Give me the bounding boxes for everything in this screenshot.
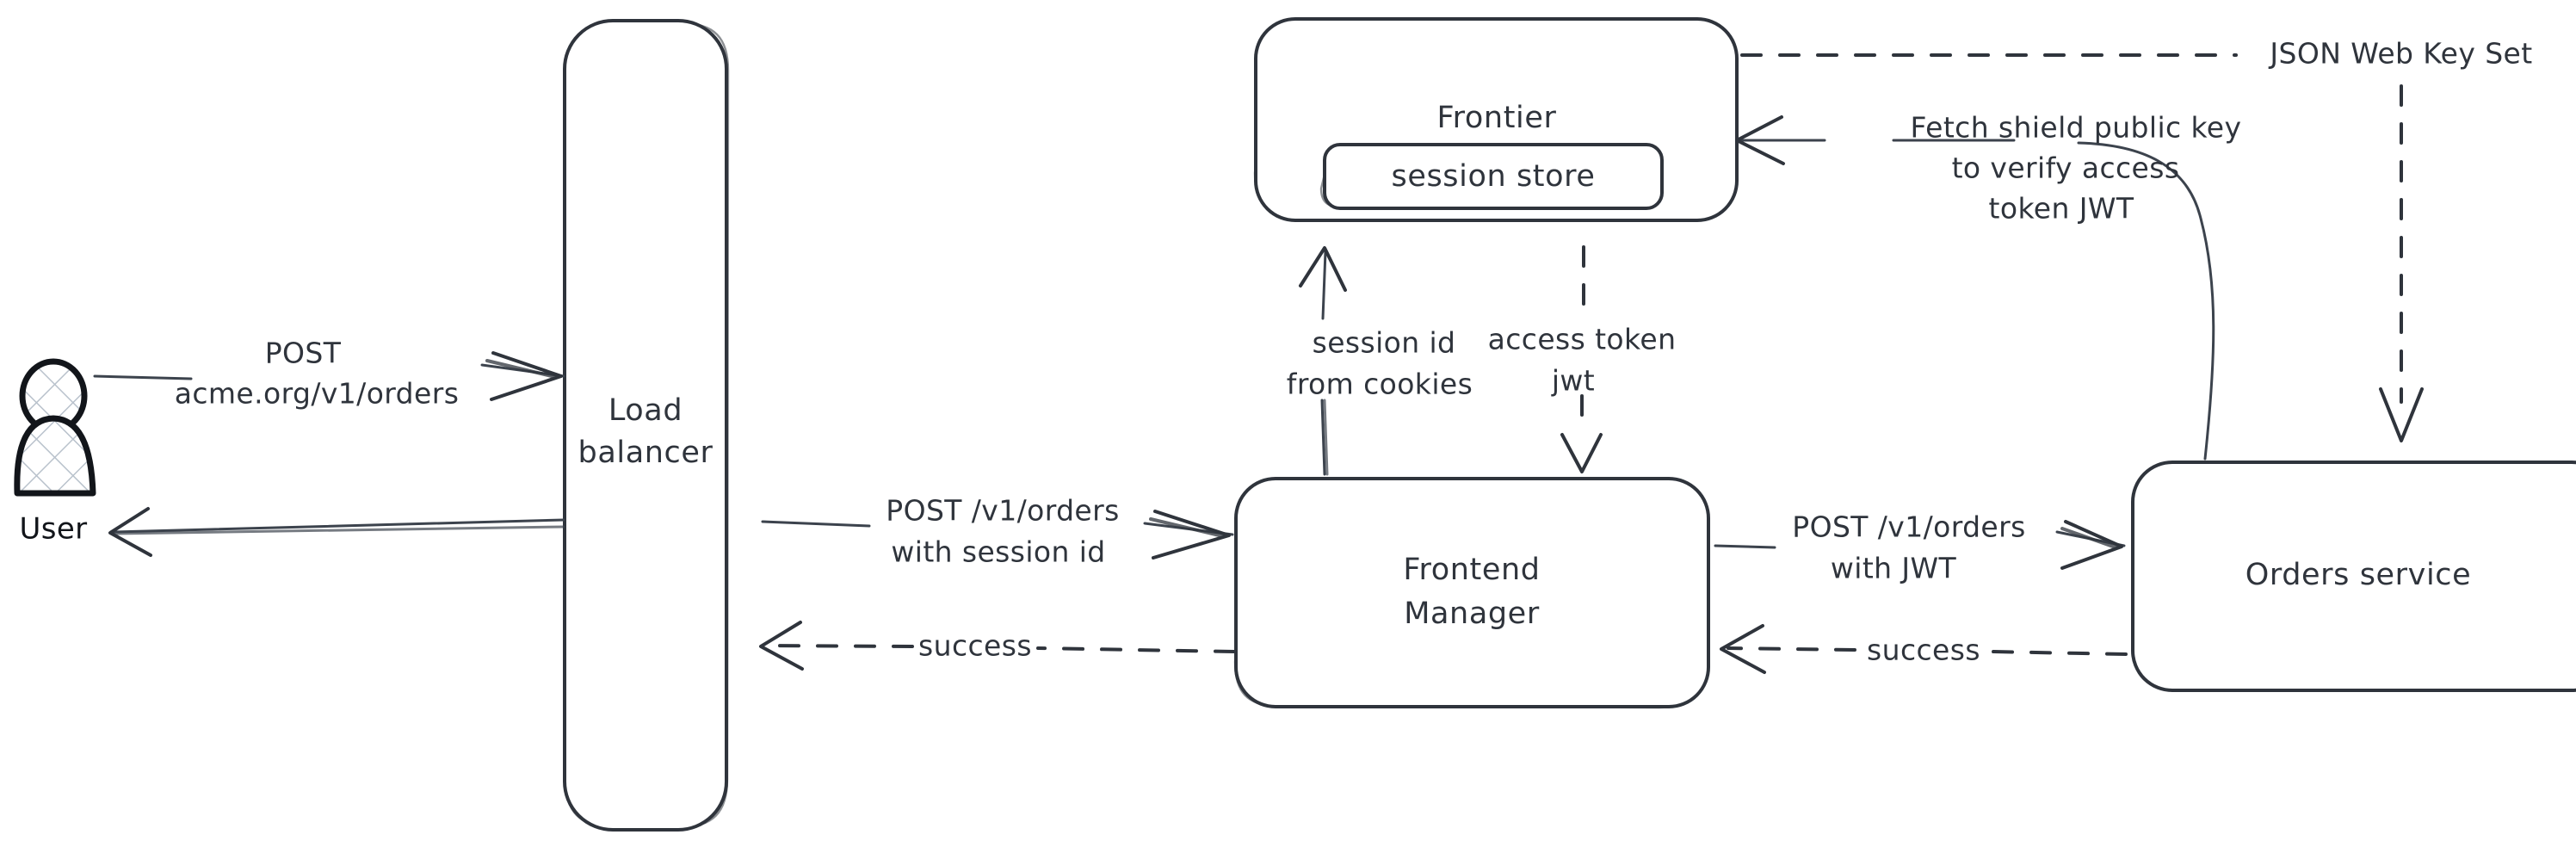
edge-frontier-to-fm-label-line2: jwt xyxy=(1551,364,1595,398)
edge-orders-to-frontier-label-line3: token JWT xyxy=(1989,192,2134,226)
edge-frontend-manager-to-frontier: session id from cookies xyxy=(1287,246,1473,476)
node-frontier-label: Frontier xyxy=(1437,101,1557,135)
edge-fm-to-frontier-label-line1: session id xyxy=(1313,326,1456,360)
node-user-label: User xyxy=(19,512,87,547)
edge-lb-to-fm-label-line2: with session id xyxy=(891,535,1105,569)
edge-orders-to-fm-success-label: success xyxy=(1867,634,1980,667)
node-frontend-manager-label-line1: Frontend xyxy=(1403,553,1540,587)
node-user[interactable]: User xyxy=(14,358,96,547)
node-load-balancer-label-line1: Load xyxy=(608,393,683,428)
edge-user-to-lb-label-line2: acme.org/v1/orders xyxy=(175,377,460,411)
edge-frontend-manager-to-orders-service: POST /v1/orders with JWT xyxy=(1714,510,2126,585)
node-session-store[interactable]: session store xyxy=(1319,143,1664,210)
node-session-store-label: session store xyxy=(1391,159,1595,194)
node-frontier[interactable]: Frontier session store xyxy=(1253,17,1739,222)
edge-user-to-lb-label-line1: POST xyxy=(265,337,342,370)
node-frontend-manager-label-line2: Manager xyxy=(1404,597,1540,631)
edge-fm-to-orders-label-line1: POST /v1/orders xyxy=(1792,510,2025,544)
edge-fm-to-frontier-label-line2: from cookies xyxy=(1287,368,1473,401)
user-icon xyxy=(14,358,96,497)
edge-frontier-to-orders-service-jwks: JSON Web Key Set xyxy=(1740,37,2532,442)
node-orders-service-label: Orders service xyxy=(2246,558,2472,592)
edge-frontier-to-frontend-manager: access token jwt xyxy=(1488,245,1677,473)
edge-frontier-to-orders-jwks-label: JSON Web Key Set xyxy=(2268,37,2532,71)
edge-orders-service-to-frontier-fetch: Fetch shield public key to verify access… xyxy=(1735,111,2242,461)
edge-frontend-manager-to-load-balancer-success: success xyxy=(759,621,1236,671)
edge-frontier-to-fm-label-line1: access token xyxy=(1488,323,1677,356)
edge-load-balancer-to-frontend-manager: POST /v1/orders with session id xyxy=(761,494,1234,569)
edge-orders-to-frontier-label-line2: to verify access xyxy=(1952,151,2180,185)
edge-lb-to-fm-label-line1: POST /v1/orders xyxy=(886,494,1119,528)
edge-fm-to-orders-label-line2: with JWT xyxy=(1831,552,1957,585)
edge-user-to-load-balancer: POST acme.org/v1/orders xyxy=(93,337,565,411)
edge-fm-to-lb-success-label: success xyxy=(918,629,1032,663)
edge-orders-to-frontier-label-line1: Fetch shield public key xyxy=(1911,111,2242,145)
node-orders-service[interactable]: Orders service xyxy=(2131,461,2576,692)
edge-load-balancer-to-user xyxy=(108,507,565,557)
node-load-balancer-label-line2: balancer xyxy=(578,436,713,470)
node-frontend-manager[interactable]: Frontend Manager xyxy=(1233,477,1710,709)
node-load-balancer[interactable]: Load balancer xyxy=(563,19,730,832)
edge-orders-service-to-frontend-manager-success: success xyxy=(1720,624,2128,674)
